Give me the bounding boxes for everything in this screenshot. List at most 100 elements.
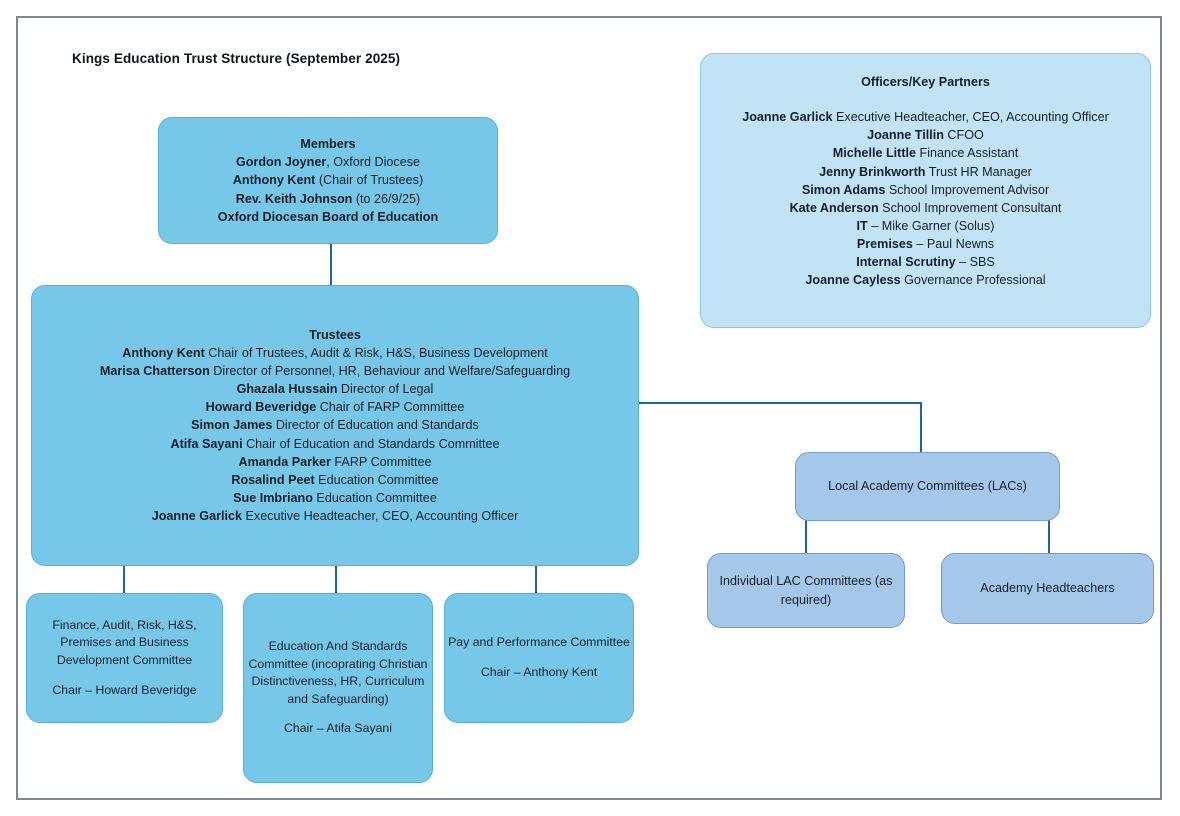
person-name: Joanne Cayless <box>805 273 901 288</box>
person-role: FARP Committee <box>330 454 432 469</box>
person-role: Director of Education and Standards <box>272 418 479 433</box>
person-role: Finance Assistant <box>916 146 1019 161</box>
person-role: – SBS <box>955 255 995 270</box>
person-name: Sue Imbriano <box>233 490 313 505</box>
person-line: Rev. Keith Johnson (to 26/9/25) <box>218 190 438 208</box>
person-line: Kate Anderson School Improvement Consult… <box>742 199 1109 217</box>
person-role: Director of Personnel, HR, Behaviour and… <box>209 364 571 379</box>
person-line: Ghazala Hussain Director of Legal <box>100 380 570 398</box>
individual-lac-label: Individual LAC Committees (as required) <box>719 574 893 607</box>
connector-trustees-to-finance-committee <box>123 565 125 594</box>
person-name: IT <box>856 218 868 233</box>
person-role: Executive Headteacher, CEO, Accounting O… <box>242 509 519 524</box>
finance-committee-name: Finance, Audit, Risk, H&S, Premises and … <box>52 617 197 668</box>
person-name: Anthony Kent <box>122 345 205 360</box>
person-name: Simon Adams <box>801 182 886 197</box>
connector-lacs-to-academy-headteachers <box>1048 520 1050 554</box>
node-academy-headteachers[interactable]: Academy Headteachers <box>941 553 1154 624</box>
person-role: Executive Headteacher, CEO, Accounting O… <box>832 110 1109 125</box>
person-name: Ghazala Hussain <box>236 382 338 397</box>
person-name: Simon James <box>191 418 273 433</box>
page-title: Kings Education Trust Structure (Septemb… <box>72 51 401 66</box>
person-line: Marisa Chatterson Director of Personnel,… <box>100 362 570 380</box>
person-role: (Chair of Trustees) <box>315 173 424 188</box>
officers-heading: Officers/Key Partners <box>861 75 990 89</box>
connector-trustees-to-education-committee <box>335 565 337 594</box>
node-education-standards-committee[interactable]: Education And Standards Committee (incop… <box>243 593 433 783</box>
person-role: – Paul Newns <box>912 237 995 251</box>
person-line: Premises – Paul Newns <box>742 235 1109 253</box>
person-line: Amanda Parker FARP Committee <box>100 453 570 471</box>
person-role: , Oxford Diocese <box>326 155 421 170</box>
connector-trustees-to-lacs-vertical <box>920 402 922 453</box>
person-line: Michelle Little Finance Assistant <box>742 144 1109 162</box>
person-name: Marisa Chatterson <box>99 364 210 379</box>
person-line: Oxford Diocesan Board of Education <box>218 208 438 226</box>
trustees-heading: Trustees <box>309 327 361 342</box>
person-line: Gordon Joyner, Oxford Diocese <box>218 153 438 171</box>
officers-line-list: Joanne Garlick Executive Headteacher, CE… <box>742 108 1109 289</box>
person-line: Simon Adams School Improvement Advisor <box>742 181 1109 199</box>
node-officers-key-partners[interactable]: Officers/Key Partners Joanne Garlick Exe… <box>700 53 1151 328</box>
person-role: Governance Professional <box>900 273 1046 288</box>
person-line: Joanne Garlick Executive Headteacher, CE… <box>100 507 570 525</box>
person-line: Simon James Director of Education and St… <box>100 416 570 434</box>
pay-committee-name: Pay and Performance Committee <box>448 635 630 650</box>
node-trustees[interactable]: Trustees Anthony Kent Chair of Trustees,… <box>31 285 639 566</box>
person-name: Premises <box>856 237 913 251</box>
person-role: Chair of Trustees, Audit & Risk, H&S, Bu… <box>204 345 548 360</box>
person-name: Atifa Sayani <box>170 436 243 451</box>
academy-headteachers-label: Academy Headteachers <box>980 581 1115 596</box>
person-name: Joanne Tillin <box>867 128 944 143</box>
node-finance-audit-risk-committee[interactable]: Finance, Audit, Risk, H&S, Premises and … <box>26 593 223 723</box>
trustees-line-list: Anthony Kent Chair of Trustees, Audit & … <box>100 344 570 525</box>
person-name: Amanda Parker <box>238 454 331 469</box>
person-line: Internal Scrutiny – SBS <box>742 253 1109 271</box>
person-role: School Improvement Consultant <box>878 200 1062 215</box>
person-name: Howard Beveridge <box>205 400 317 415</box>
person-line: Rosalind Peet Education Committee <box>100 471 570 489</box>
person-role: Education Committee <box>314 472 439 487</box>
person-line: Joanne Tillin CFOO <box>742 126 1109 144</box>
person-role: School Improvement Advisor <box>885 182 1050 197</box>
node-local-academy-committees[interactable]: Local Academy Committees (LACs) <box>795 452 1060 521</box>
person-role: Education Committee <box>312 490 437 505</box>
node-pay-performance-committee[interactable]: Pay and Performance Committee Chair – An… <box>444 593 634 723</box>
person-name: Internal Scrutiny <box>856 255 956 270</box>
members-heading: Members <box>300 137 356 152</box>
person-line: Atifa Sayani Chair of Education and Stan… <box>100 435 570 453</box>
person-line: Anthony Kent (Chair of Trustees) <box>218 171 438 189</box>
education-committee-name: Education And Standards Committee (incop… <box>248 638 428 707</box>
person-line: Joanne Cayless Governance Professional <box>742 271 1109 289</box>
person-role: – Mike Garner (Solus) <box>867 218 995 233</box>
education-committee-chair: Chair – Atifa Sayani <box>284 721 392 736</box>
connector-members-to-trustees <box>330 243 332 286</box>
person-name: Oxford Diocesan Board of Education <box>217 209 439 224</box>
finance-committee-chair: Chair – Howard Beveridge <box>52 682 197 697</box>
person-role: Chair of Education and Standards Committ… <box>242 436 500 451</box>
connector-trustees-to-pay-committee <box>535 565 537 594</box>
person-line: Joanne Garlick Executive Headteacher, CE… <box>742 108 1109 126</box>
person-line: Anthony Kent Chair of Trustees, Audit & … <box>100 344 570 362</box>
person-name: Gordon Joyner <box>235 155 327 170</box>
person-name: Jenny Brinkworth <box>819 164 926 179</box>
person-line: IT – Mike Garner (Solus) <box>742 217 1109 235</box>
person-line: Jenny Brinkworth Trust HR Manager <box>742 163 1109 181</box>
person-name: Rosalind Peet <box>231 472 315 487</box>
lacs-label: Local Academy Committees (LACs) <box>828 479 1027 494</box>
person-line: Sue Imbriano Education Committee <box>100 489 570 507</box>
node-individual-lac-committees[interactable]: Individual LAC Committees (as required) <box>707 553 905 628</box>
person-name: Kate Anderson <box>789 200 879 215</box>
person-role: Chair of FARP Committee <box>316 400 465 415</box>
person-name: Michelle Little <box>832 146 917 161</box>
person-role: Director of Legal <box>337 382 434 397</box>
person-name: Anthony Kent <box>232 173 316 188</box>
person-role: Trust HR Manager <box>925 164 1032 179</box>
person-name: Joanne Garlick <box>151 509 242 524</box>
person-role: CFOO <box>943 128 984 143</box>
connector-lacs-to-individual-lac <box>805 520 807 554</box>
person-name: Rev. Keith Johnson <box>235 191 353 206</box>
